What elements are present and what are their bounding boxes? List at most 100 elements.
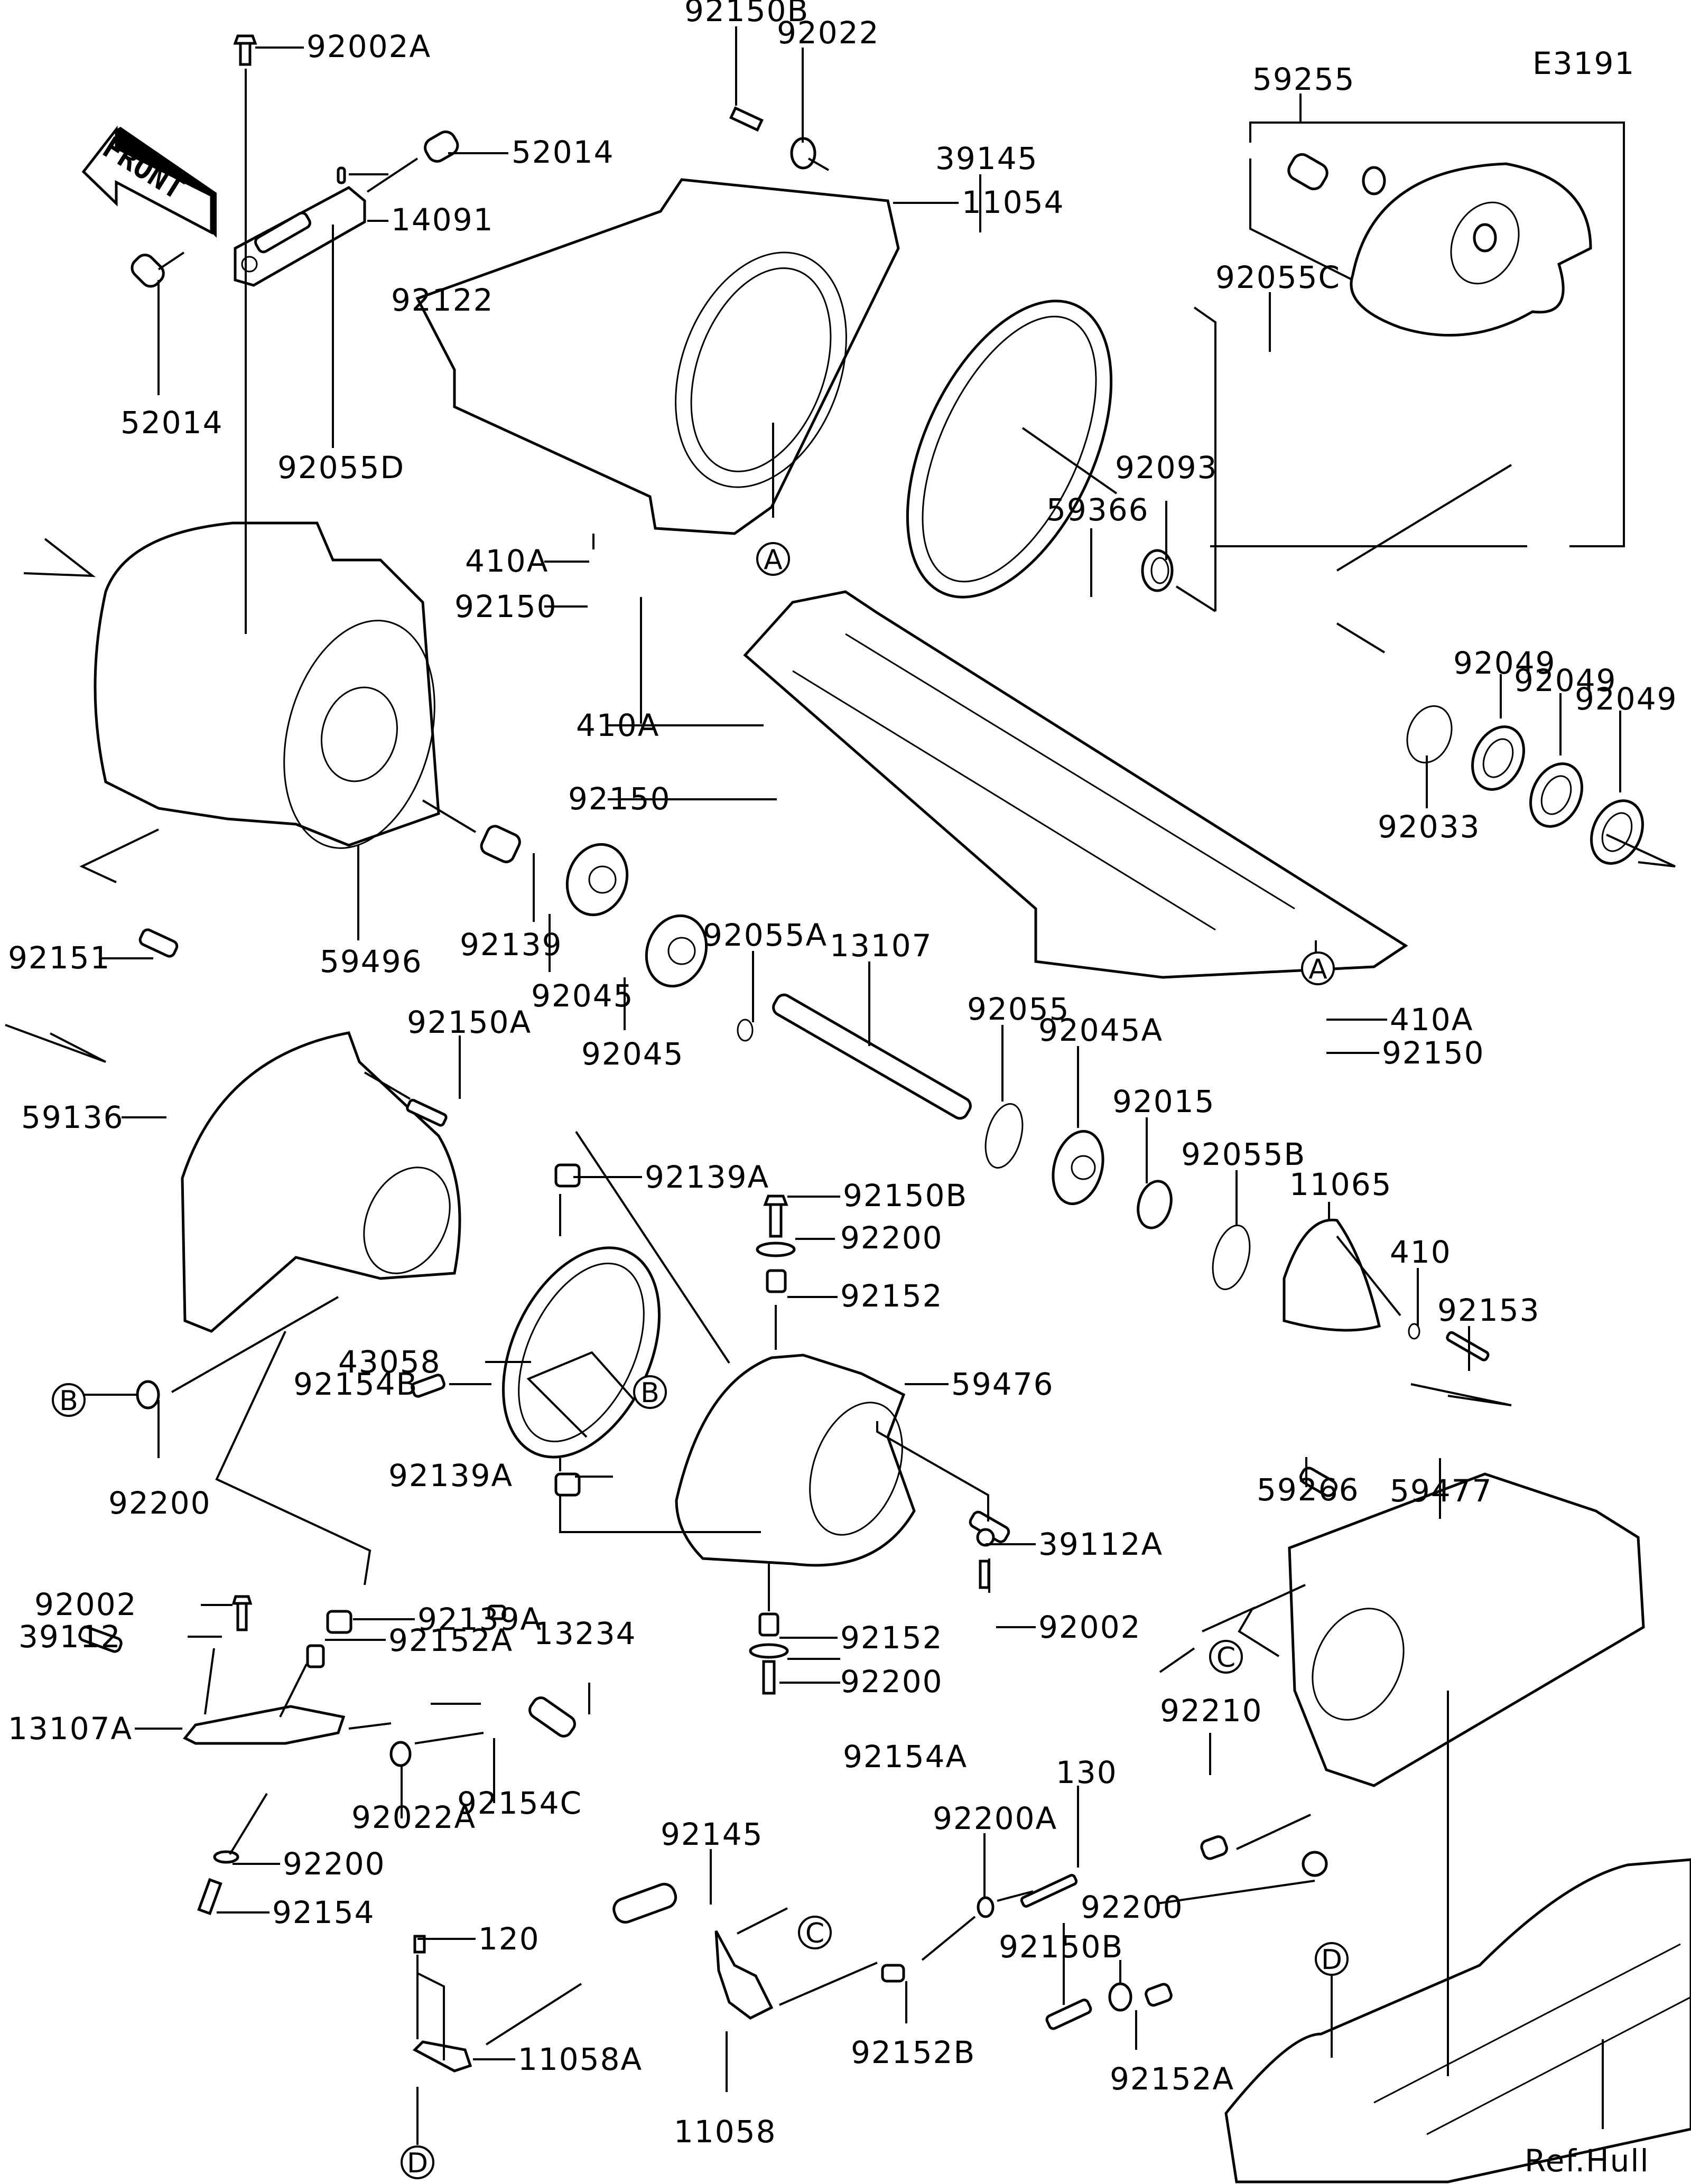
callout-92150B-mid: 92150B bbox=[843, 1178, 968, 1214]
callout-92049-1: 92049 bbox=[1453, 645, 1556, 681]
callout-59477: 59477 bbox=[1390, 1473, 1493, 1509]
callout-92200-b: 92200 bbox=[108, 1485, 211, 1521]
leader-lines bbox=[5, 26, 1676, 2145]
svg-text:D: D bbox=[1321, 1944, 1342, 1976]
callout-92152A-left: 92152A bbox=[388, 1622, 513, 1658]
part-39112-arm bbox=[78, 1626, 123, 1653]
part-59366-ride-plate bbox=[743, 590, 1408, 979]
callout-92139: 92139 bbox=[460, 927, 563, 963]
callout-92122: 92122 bbox=[391, 282, 494, 318]
callout-92055: 92055 bbox=[967, 991, 1070, 1027]
part-92152-collar-bottom bbox=[758, 1612, 779, 1637]
callout-92145: 92145 bbox=[661, 1816, 764, 1852]
svg-text:C: C bbox=[1216, 1642, 1235, 1674]
part-59255-impeller-kit bbox=[1210, 122, 1625, 547]
callout-92150-top: 92150 bbox=[454, 589, 558, 624]
part-130-bolt bbox=[1020, 1874, 1078, 1908]
callout-92210: 92210 bbox=[1160, 1693, 1263, 1729]
part-410-washer bbox=[1408, 1323, 1420, 1340]
part-92055B-oring bbox=[1212, 1225, 1251, 1290]
hull-reference bbox=[1224, 1858, 1691, 2183]
part-92139A-bushing-upper bbox=[554, 1163, 581, 1188]
part-92055A-oring bbox=[737, 1019, 754, 1042]
part-92139A-bushing-left bbox=[326, 1610, 352, 1634]
ref-marker-b-left: B bbox=[52, 1383, 86, 1417]
part-92055-oring bbox=[984, 1103, 1024, 1169]
callout-92154C: 92154C bbox=[457, 1785, 582, 1821]
callout-13107A: 13107A bbox=[8, 1711, 133, 1747]
callout-92049-3: 92049 bbox=[1575, 681, 1678, 717]
front-arrow-icon: FRONT bbox=[81, 125, 217, 238]
part-92093-seal bbox=[1141, 549, 1174, 592]
part-92033-circlip bbox=[1406, 705, 1453, 763]
callout-92150B-bottom: 92150B bbox=[999, 1929, 1123, 1965]
part-92154B-bolt bbox=[411, 1374, 445, 1398]
ref-marker-a-right: A bbox=[1301, 951, 1335, 985]
ref-marker-d-bottom: D bbox=[401, 2145, 434, 2179]
ref-marker-c-duct: C bbox=[1209, 1640, 1243, 1674]
callout-92150-right: 92150 bbox=[1382, 1035, 1485, 1071]
part-92150B-bolt-mid bbox=[763, 1194, 788, 1238]
part-92122-pin bbox=[337, 166, 346, 184]
callout-410A-right: 410A bbox=[1390, 1002, 1473, 1038]
callout-59266: 59266 bbox=[1257, 1472, 1360, 1508]
part-11065-cap bbox=[1283, 1218, 1381, 1332]
callout-92200-left: 92200 bbox=[283, 1846, 386, 1882]
callout-13234: 13234 bbox=[534, 1616, 637, 1651]
part-92210-plug bbox=[1200, 1835, 1228, 1860]
callout-92015: 92015 bbox=[1112, 1084, 1215, 1119]
callout-11058A: 11058A bbox=[518, 2041, 643, 2077]
part-92154C-bolt bbox=[487, 1604, 506, 1620]
callout-92152B: 92152B bbox=[851, 2034, 975, 2070]
ref-marker-b-mid: B bbox=[633, 1375, 667, 1409]
part-13234-shaft bbox=[528, 1696, 576, 1738]
callout-92200-top: 92200 bbox=[840, 1220, 943, 1256]
part-92150B-bolt-top bbox=[729, 106, 764, 132]
part-92045-bearing-2 bbox=[645, 914, 708, 988]
part-92139A-bushing-lower bbox=[554, 1472, 581, 1497]
part-92200-washer-bottom bbox=[749, 1643, 789, 1659]
part-59496-pump-case bbox=[94, 521, 440, 849]
callout-92002-right: 92002 bbox=[1038, 1609, 1141, 1645]
callout-92049-2: 92049 bbox=[1514, 662, 1617, 698]
part-92015-nut bbox=[1137, 1180, 1173, 1229]
part-92002-bolt-right bbox=[979, 1560, 990, 1589]
callout-59476: 59476 bbox=[951, 1366, 1054, 1402]
part-92200-washer-top bbox=[756, 1242, 796, 1257]
callout-92045-2: 92045 bbox=[581, 1036, 684, 1072]
part-92002A-bolt bbox=[233, 34, 257, 66]
part-92139-bushing bbox=[480, 825, 521, 863]
part-52014-fitting-lower bbox=[131, 254, 165, 288]
svg-text:B: B bbox=[640, 1377, 659, 1409]
callout-11058: 11058 bbox=[674, 2114, 777, 2150]
part-92200-washer-bottom-right bbox=[1108, 1982, 1132, 2012]
part-11058-bracket bbox=[714, 1930, 774, 2020]
hull-reference-note: Ref.Hull bbox=[1525, 2143, 1650, 2179]
svg-text:A: A bbox=[764, 544, 783, 576]
part-43058-ring bbox=[501, 1246, 661, 1459]
part-92150A-bolt bbox=[406, 1098, 448, 1127]
part-59266-fitting bbox=[1299, 1467, 1337, 1497]
part-14091-intake-grate-body bbox=[234, 186, 366, 287]
callout-labels: 92002A 52014 14091 92122 52014 92055D 92… bbox=[8, 0, 1678, 2179]
callout-59136: 59136 bbox=[21, 1099, 124, 1135]
callout-92093: 92093 bbox=[1115, 450, 1218, 486]
callout-92150-mid: 92150 bbox=[568, 781, 671, 817]
callout-92022: 92022 bbox=[777, 15, 880, 51]
part-92200A-washer bbox=[977, 1896, 995, 1918]
callout-39145: 39145 bbox=[935, 141, 1038, 176]
svg-text:B: B bbox=[59, 1385, 78, 1417]
callout-92154B: 92154B bbox=[293, 1366, 418, 1402]
callout-410A-mid: 410A bbox=[576, 707, 659, 743]
diagram-code: E3191 bbox=[1532, 45, 1635, 81]
reference-markers: A A B B C C D D bbox=[52, 542, 1349, 2179]
callout-92045A: 92045A bbox=[1038, 1012, 1163, 1048]
callout-39112: 39112 bbox=[18, 1619, 122, 1655]
part-92153-bolt bbox=[1446, 1331, 1490, 1361]
callout-92154A: 92154A bbox=[843, 1739, 968, 1775]
ref-marker-c-bottom: C bbox=[798, 1916, 832, 1949]
callout-92045-1: 92045 bbox=[531, 978, 634, 1014]
part-120-bolt bbox=[413, 1935, 426, 1954]
part-92055D-gasket bbox=[254, 211, 311, 254]
